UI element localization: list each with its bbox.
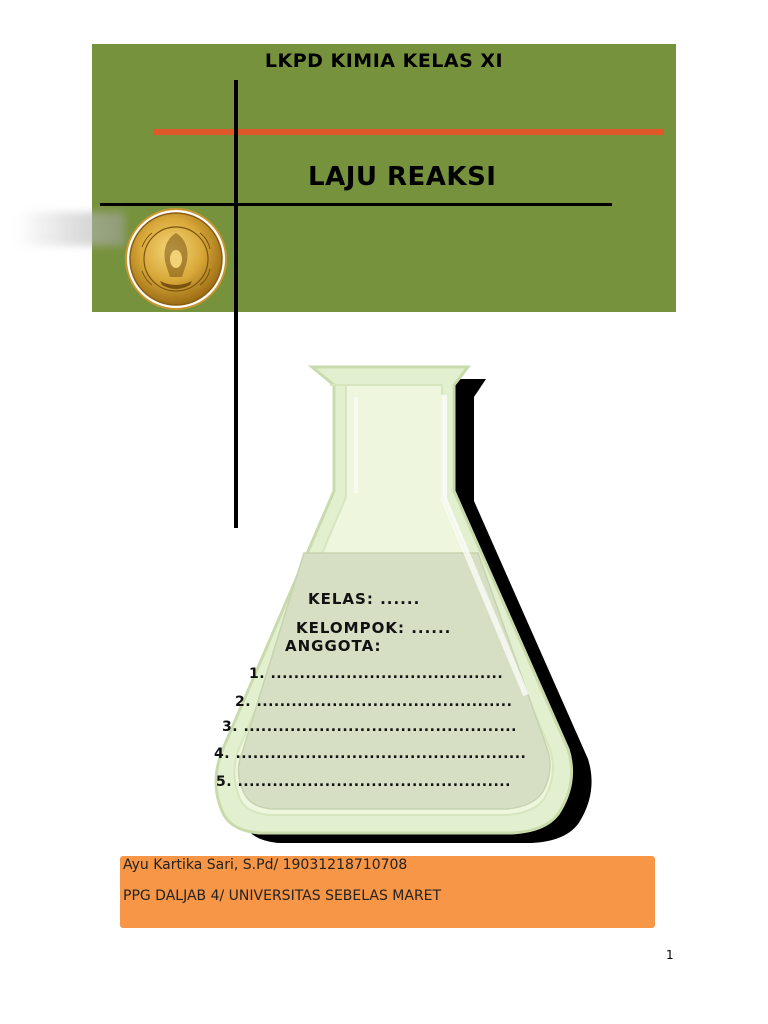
author-box xyxy=(120,856,655,928)
kelompok-field: KELOMPOK: ...... xyxy=(296,619,451,637)
kelas-label: KELAS: xyxy=(308,590,374,608)
subject-heading: LKPD KIMIA KELAS XI xyxy=(264,50,504,72)
member-blank: ........................................… xyxy=(235,746,527,762)
page-title: LAJU REAKSI xyxy=(308,162,497,192)
horizontal-divider xyxy=(100,203,612,206)
anggota-label: ANGGOTA: xyxy=(285,637,382,655)
member-number: 2. xyxy=(235,694,252,710)
flask-illustration xyxy=(214,365,592,843)
page-number: 1 xyxy=(666,948,674,962)
decorative-shadow xyxy=(15,212,125,246)
member-number: 5. xyxy=(216,774,233,790)
kelompok-blank: ...... xyxy=(411,619,452,637)
member-line: 2. .....................................… xyxy=(235,694,512,710)
member-line: 1. .....................................… xyxy=(249,666,503,682)
kelompok-label: KELOMPOK: xyxy=(296,619,405,637)
author-name: Ayu Kartika Sari, S.Pd/ 19031218710708 xyxy=(123,857,408,873)
member-number: 3. xyxy=(222,719,239,735)
kelas-field: KELAS: ...... xyxy=(308,590,420,608)
member-number: 1. xyxy=(249,666,266,682)
vertical-divider xyxy=(234,80,238,528)
accent-rule xyxy=(153,129,664,135)
kelas-blank: ...... xyxy=(380,590,421,608)
member-line: 4. .....................................… xyxy=(214,746,526,762)
university-seal-icon xyxy=(125,208,227,310)
member-line: 3. .....................................… xyxy=(222,719,517,735)
member-line: 5. .....................................… xyxy=(216,774,511,790)
member-blank: ........................................… xyxy=(243,719,517,735)
member-number: 4. xyxy=(214,746,231,762)
member-blank: ........................................… xyxy=(256,694,513,710)
program-name: PPG DALJAB 4/ UNIVERSITAS SEBELAS MARET xyxy=(123,888,442,904)
member-blank: ........................................… xyxy=(237,774,511,790)
member-blank: ........................................ xyxy=(270,666,504,682)
